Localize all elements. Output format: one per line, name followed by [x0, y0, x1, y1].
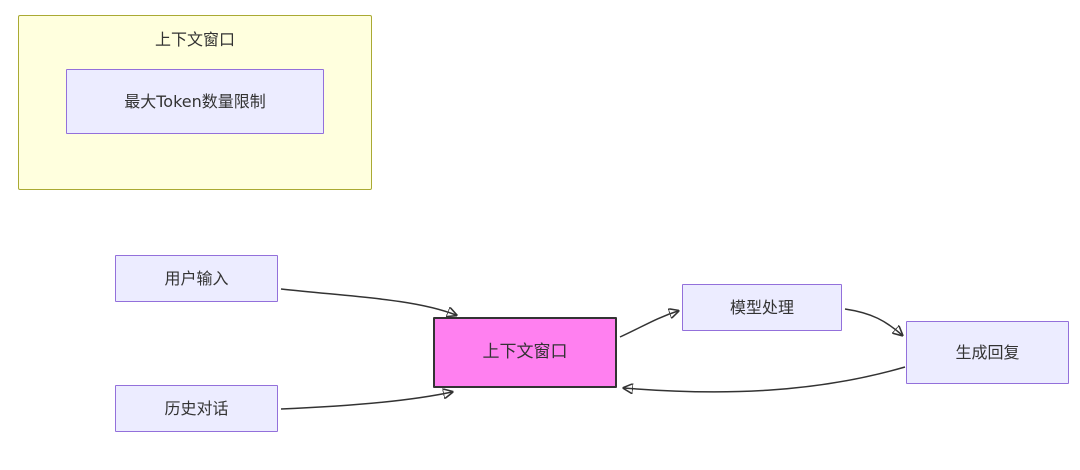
node-context-window: 上下文窗口 — [433, 317, 617, 388]
subgraph-title: 上下文窗口 — [154, 30, 235, 49]
node-user-input: 用户输入 — [115, 255, 278, 302]
edge-user-input-to-context-window — [280, 288, 456, 315]
edge-model-process-to-reply — [844, 308, 902, 335]
edge-history-to-context-window — [280, 392, 452, 410]
node-generate-reply: 生成回复 — [906, 321, 1069, 384]
node-history-dialogue: 历史对话 — [115, 385, 278, 432]
subgraph-context-window: 上下文窗口 最大Token数量限制 — [18, 15, 372, 190]
edge-reply-to-context-window — [624, 366, 906, 392]
node-max-token-limit: 最大Token数量限制 — [66, 69, 324, 134]
node-model-process: 模型处理 — [682, 284, 842, 331]
edge-context-window-to-model-process — [619, 311, 678, 338]
